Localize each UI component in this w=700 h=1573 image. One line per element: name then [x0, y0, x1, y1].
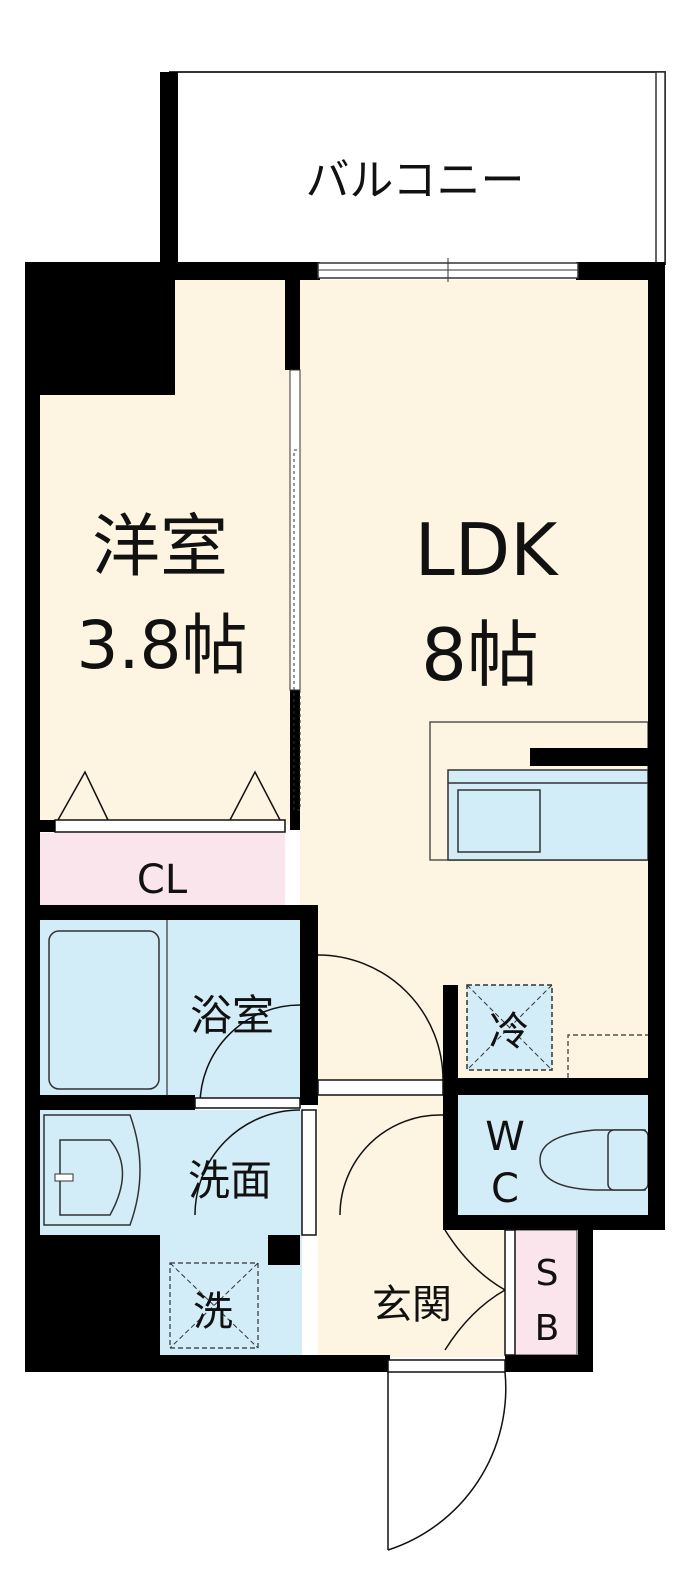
wc-label-c: C — [491, 1166, 519, 1212]
doors[interactable] — [194, 954, 516, 1356]
entrance-door[interactable] — [387, 1359, 507, 1551]
balcony-label: バルコニー — [305, 155, 524, 206]
washroom-label: 洗面 — [188, 1156, 272, 1205]
shoebox-label-b: B — [535, 1308, 560, 1349]
western-room-label: 洋室 — [92, 508, 228, 587]
balcony-window — [317, 258, 579, 282]
closet-label: CL — [137, 857, 188, 903]
washer-space — [169, 1262, 259, 1349]
wash-basin — [43, 1114, 141, 1226]
western-room-size: 3.8帖 — [77, 607, 248, 684]
ldk-size: 8帖 — [421, 613, 539, 697]
closet-floor — [40, 833, 285, 905]
entrance-label: 玄関 — [372, 1282, 452, 1328]
balcony: バルコニー — [160, 71, 666, 267]
shoebox-floor — [514, 1229, 578, 1356]
bathtub — [48, 930, 160, 1090]
sliding-door[interactable] — [289, 369, 301, 691]
kitchen-counter — [429, 721, 650, 861]
ldk-label: LDK — [415, 508, 560, 592]
shoebox-label-s: S — [536, 1253, 559, 1294]
walls — [25, 262, 665, 1372]
fridge-label: 冷 — [489, 1009, 529, 1055]
wc-label-w: W — [485, 1114, 525, 1160]
toilet — [539, 1129, 649, 1191]
bathroom-label: 浴室 — [190, 991, 274, 1040]
ldk-floor — [300, 280, 648, 1095]
washer-label: 洗 — [193, 1289, 233, 1335]
